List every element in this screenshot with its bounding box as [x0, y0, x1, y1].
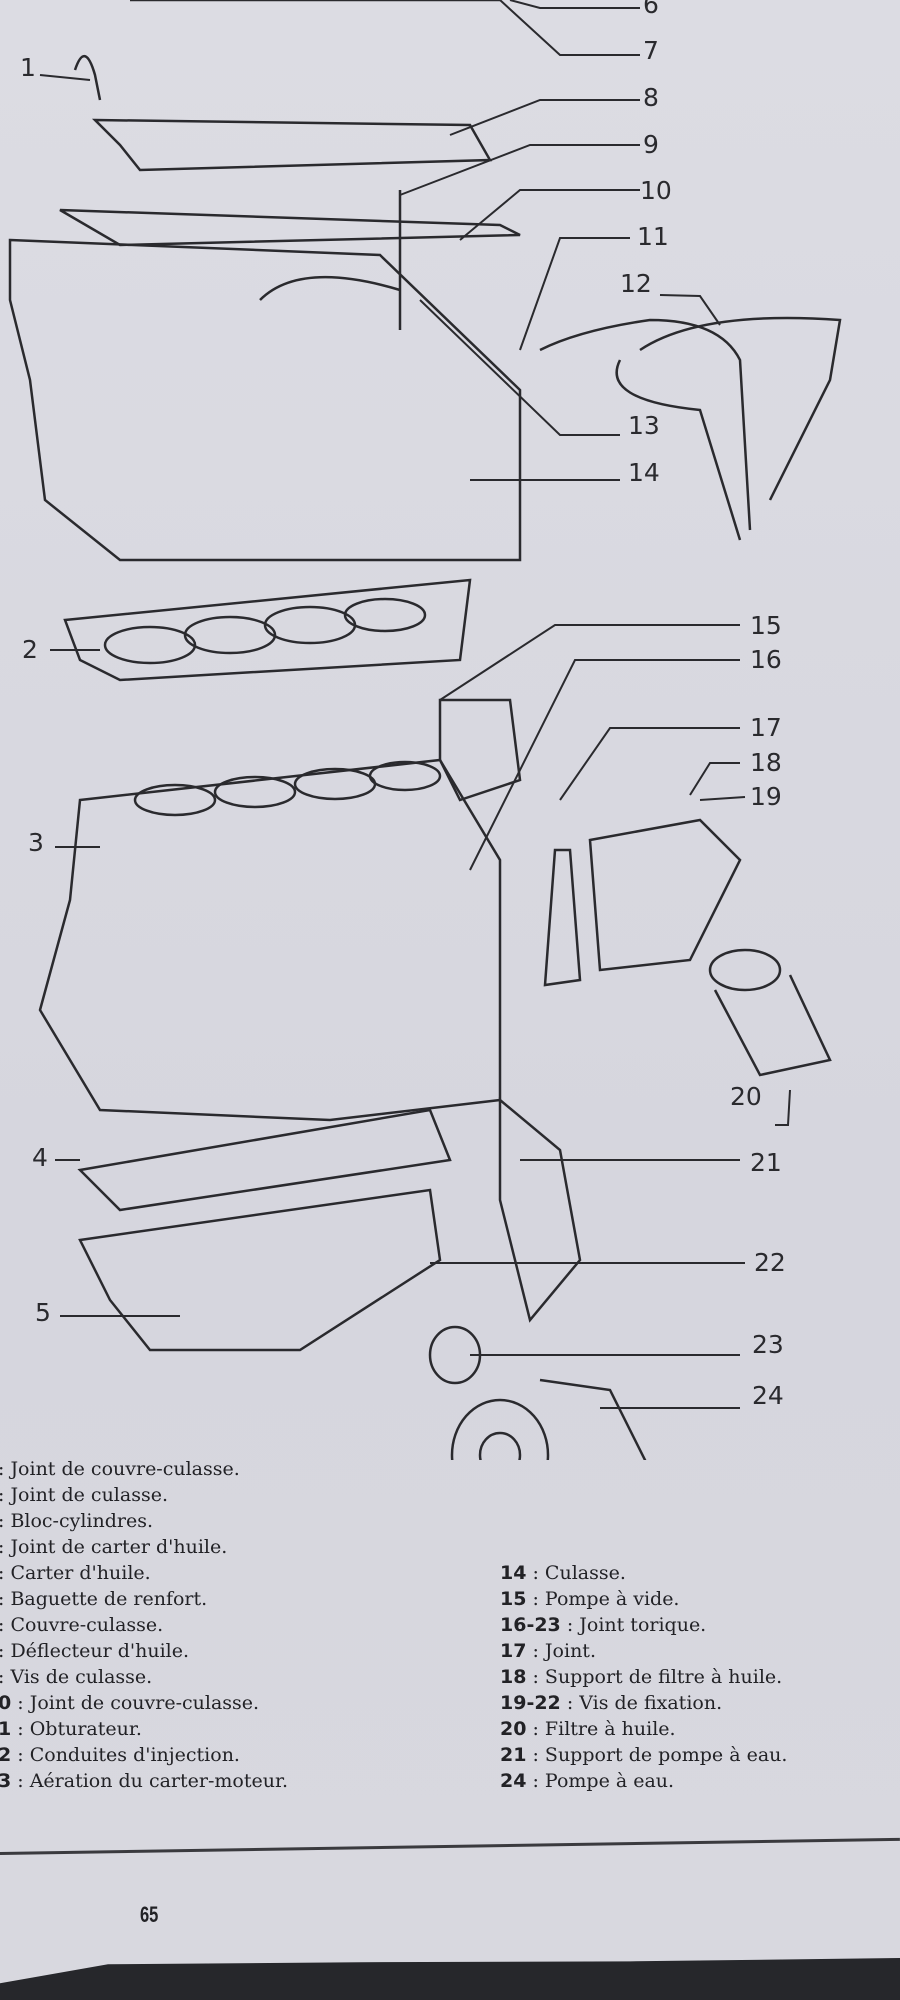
callout-19: 19	[750, 782, 782, 811]
leader-line-7	[499, 0, 640, 56]
legend-item: 14 : Culasse.	[500, 1562, 626, 1584]
callout-22: 22	[754, 1248, 786, 1277]
part-1-plug	[73, 55, 102, 101]
part-5-oil-pan	[78, 1188, 442, 1352]
callout-1: 1	[20, 53, 36, 82]
callout-15: 15	[750, 611, 782, 640]
callout-7: 7	[643, 36, 659, 65]
leader-line-6	[509, 0, 640, 9]
callout-24: 24	[752, 1381, 784, 1410]
leader-line-15	[439, 624, 740, 701]
part-13-breather-pipe	[259, 275, 401, 301]
legend-item: 1 : Obturateur.	[0, 1718, 142, 1740]
exploded-engine-diagram	[8, 0, 842, 1460]
legend-item: : Vis de culasse.	[0, 1666, 153, 1688]
legend-item: : Joint de carter d'huile.	[0, 1536, 228, 1558]
legend-item: : Joint de couvre-culasse.	[0, 1458, 240, 1480]
callout-6: 6	[643, 0, 659, 19]
leader-line-1	[39, 74, 91, 81]
part-12-injection-lines	[539, 316, 842, 541]
part-21-water-pump-support	[498, 1097, 582, 1323]
callout-13: 13	[628, 411, 660, 440]
callout-17: 17	[750, 713, 782, 742]
callout-5: 5	[35, 1298, 51, 1327]
part-23-o-ring	[428, 1325, 482, 1385]
callout-3: 3	[28, 828, 44, 857]
callout-18: 18	[750, 748, 782, 777]
callout-14: 14	[628, 458, 660, 487]
legend-item: 21 : Support de pompe à eau.	[500, 1744, 788, 1766]
part-10-cover-gasket	[59, 208, 521, 247]
parts-legend-left: : Joint de couvre-culasse. : Joint de cu…	[0, 1456, 288, 1794]
parts-legend-right: 14 : Culasse. 15 : Pompe à vide. 16-23 :…	[500, 1560, 787, 1794]
legend-item: 16-23 : Joint torique.	[500, 1614, 707, 1636]
callout-21: 21	[750, 1148, 782, 1177]
part-4-oil-pan-gasket	[77, 1108, 452, 1212]
callout-12: 12	[620, 269, 652, 298]
leader-line-9	[399, 144, 640, 196]
page-number: 65	[140, 1902, 159, 1927]
leader-line-16	[469, 659, 740, 871]
legend-item: 17 : Joint.	[500, 1640, 596, 1662]
part-15-vacuum-pump	[438, 698, 522, 802]
leader-line-10	[459, 189, 640, 241]
part-3-cylinder-block	[38, 758, 502, 1122]
callout-11: 11	[637, 222, 669, 251]
callout-16: 16	[750, 645, 782, 674]
part-24-water-pump	[450, 1378, 647, 1460]
legend-item: : Baguette de renfort.	[0, 1588, 208, 1610]
legend-item: : Couvre-culasse.	[0, 1614, 164, 1636]
callout-23: 23	[752, 1330, 784, 1359]
part-18-oil-filter-support	[588, 818, 742, 972]
legend-item: 0 : Joint de couvre-culasse.	[0, 1692, 260, 1714]
legend-item: : Bloc-cylindres.	[0, 1510, 154, 1532]
callout-4: 4	[32, 1143, 48, 1172]
callout-20: 20	[730, 1082, 762, 1111]
legend-item: 18 : Support de filtre à huile.	[500, 1666, 783, 1688]
part-8-reinforcement-rail	[91, 118, 493, 172]
dark-background-surface	[0, 1958, 900, 2000]
leader-line-13	[419, 299, 620, 436]
part-17-gasket	[543, 848, 582, 987]
leader-line-18	[689, 762, 740, 796]
legend-item: : Carter d'huile.	[0, 1562, 151, 1584]
part-14-cylinder-head	[8, 238, 522, 562]
legend-item: 15 : Pompe à vide.	[500, 1588, 680, 1610]
legend-item: 19-22 : Vis de fixation.	[500, 1692, 723, 1714]
callout-2: 2	[22, 635, 38, 664]
part-2-head-gasket	[63, 578, 472, 682]
legend-item: 24 : Pompe à eau.	[500, 1770, 675, 1792]
callout-9: 9	[643, 130, 659, 159]
part-20-oil-filter	[708, 948, 832, 1077]
leader-line-17	[559, 727, 740, 801]
leader-line-8	[449, 99, 640, 136]
leader-line-19	[699, 796, 746, 801]
leader-line-11	[519, 237, 630, 351]
leader-line-12	[659, 294, 721, 326]
legend-item: 2 : Conduites d'injection.	[0, 1744, 240, 1766]
legend-item: 3 : Aération du carter-moteur.	[0, 1770, 288, 1792]
callout-10: 10	[640, 176, 672, 205]
leader-line-20	[775, 1089, 791, 1126]
legend-item: : Déflecteur d'huile.	[0, 1640, 190, 1662]
callout-8: 8	[643, 83, 659, 112]
legend-item: : Joint de culasse.	[0, 1484, 168, 1506]
legend-item: 20 : Filtre à huile.	[500, 1718, 676, 1740]
